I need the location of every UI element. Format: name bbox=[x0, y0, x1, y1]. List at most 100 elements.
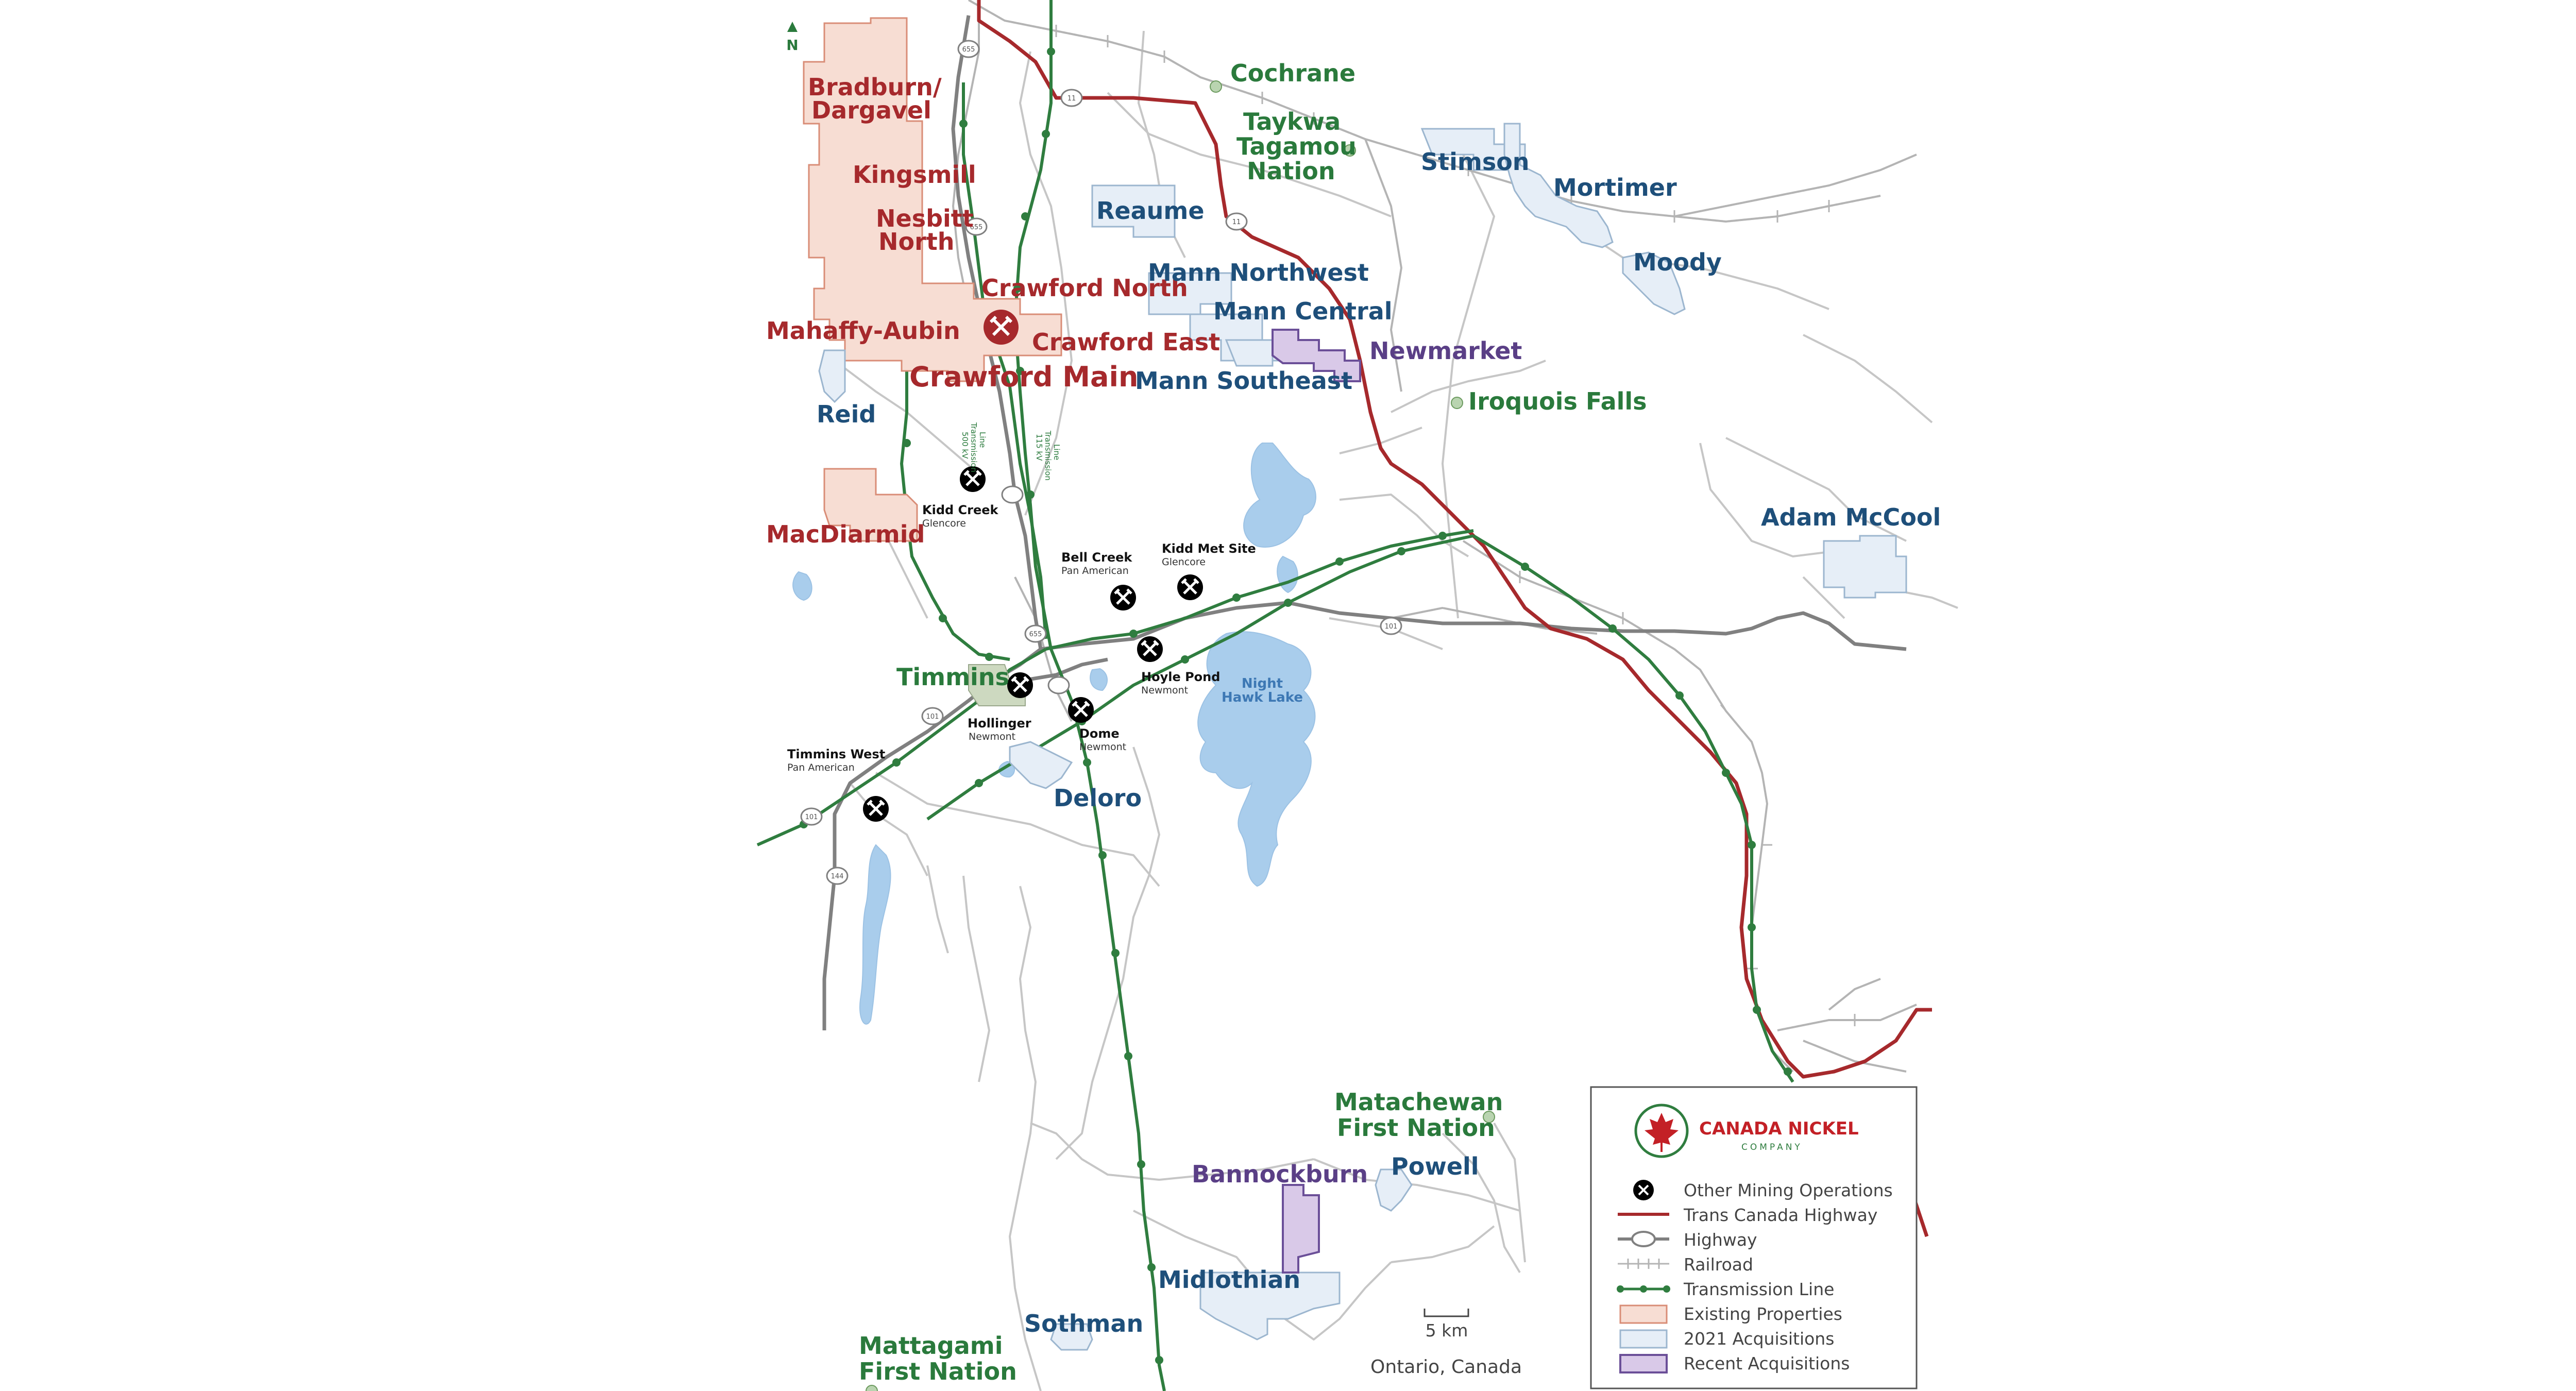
mine-icons bbox=[863, 310, 1203, 822]
acq-mann-se bbox=[1225, 339, 1274, 367]
label-matachewan-first-nation: First Nation bbox=[1337, 1114, 1495, 1142]
acquisition-2021-labels: Reid Reaume Mann Northwest Mann Central … bbox=[817, 148, 1941, 1337]
legend-transmission-symbol bbox=[1617, 1285, 1670, 1293]
lake-label-hawk-lake: Hawk Lake bbox=[1222, 690, 1303, 705]
recent-bannockburn bbox=[1282, 1184, 1320, 1274]
acq-reid bbox=[818, 349, 846, 403]
mine-timmins-west-owner: Pan American bbox=[787, 762, 855, 773]
acq-reaume bbox=[1091, 184, 1176, 238]
label-nesbitt: Nesbitt bbox=[876, 205, 974, 232]
lake-timmins bbox=[1090, 668, 1108, 691]
label-north: North bbox=[878, 228, 955, 256]
legend-label-existing: Existing Properties bbox=[1684, 1304, 1842, 1324]
transmission-labels: 500 kV Transmission Line 115 kV Transmis… bbox=[960, 422, 1061, 481]
label-adam-mccool: Adam McCool bbox=[1761, 503, 1941, 531]
lake-label-night: Night bbox=[1242, 676, 1283, 691]
label-cochrane: Cochrane bbox=[1230, 59, 1355, 87]
label-midlothian: Midlothian bbox=[1158, 1266, 1300, 1294]
shield-101-a: 101 bbox=[1385, 623, 1398, 631]
shield-655-a: 655 bbox=[962, 46, 975, 54]
label-reaume: Reaume bbox=[1096, 197, 1205, 225]
scale-bar-label: 5 km bbox=[1426, 1320, 1468, 1341]
pick-hammer-icon bbox=[1007, 672, 1033, 698]
legend-label-trans-canada: Trans Canada Highway bbox=[1683, 1205, 1877, 1225]
legend-existing-swatch bbox=[1619, 1304, 1668, 1324]
acq-mann-nw bbox=[1148, 272, 1232, 315]
road-shield-labels: 655 11 655 11 101 101 101 144 655 bbox=[805, 46, 1398, 880]
label-crawford-east: Crawford East bbox=[1032, 328, 1220, 356]
legend-label-recent: Recent Acquisitions bbox=[1684, 1353, 1850, 1373]
label-mortimer: Mortimer bbox=[1553, 174, 1677, 201]
pick-hammer-icon bbox=[960, 466, 986, 492]
mine-labels: Kidd Creek Glencore Bell Creek Pan Ameri… bbox=[787, 503, 1256, 773]
acq-moody bbox=[1622, 251, 1686, 315]
tx-500kv bbox=[1013, 0, 1166, 1391]
label-matachewan: Matachewan bbox=[1334, 1088, 1503, 1116]
label-mahaffy-aubin: Mahaffy-Aubin bbox=[766, 317, 960, 345]
tx-115kv bbox=[962, 82, 1047, 639]
tx-west bbox=[900, 340, 1010, 661]
label-bannockburn: Bannockburn bbox=[1192, 1160, 1368, 1188]
legend-2021-swatch bbox=[1619, 1329, 1668, 1349]
tx-east bbox=[1045, 529, 1474, 651]
shield-101-c: 101 bbox=[805, 813, 818, 821]
tx-label-115kv: 115 kV bbox=[1035, 434, 1044, 461]
tx-label-500kv: 500 kV bbox=[960, 432, 970, 459]
acq-sothman bbox=[1050, 1323, 1093, 1351]
existing-property-labels: Bradburn/ Dargavel Kingsmill Nesbitt Nor… bbox=[766, 73, 1220, 548]
mine-kidd-creek-owner: Glencore bbox=[922, 518, 966, 529]
crawford-project-icon bbox=[984, 310, 1019, 345]
recent-acquisitions bbox=[1272, 329, 1361, 1274]
mine-bell-creek-owner: Pan American bbox=[1061, 565, 1129, 576]
legend-railroad-symbol bbox=[1618, 1259, 1669, 1269]
mine-timmins-west-name: Timmins West bbox=[787, 747, 885, 761]
acq-adam-mccool bbox=[1823, 535, 1907, 599]
pick-hammer-icon bbox=[1068, 697, 1094, 723]
label-stimson: Stimson bbox=[1421, 148, 1530, 176]
shield-11-b: 11 bbox=[1232, 218, 1241, 226]
legend: CANADA NICKEL COMPANY Other Mining Opera… bbox=[1590, 1086, 1918, 1389]
label-mattagami-first-nation: First Nation bbox=[859, 1358, 1017, 1385]
label-mattagami: Mattagami bbox=[859, 1332, 1003, 1360]
legend-highway-symbol bbox=[1618, 1231, 1669, 1247]
legend-recent-swatch bbox=[1619, 1354, 1668, 1373]
tx-label-transmission-a: Transmission bbox=[969, 422, 978, 472]
region-label: Ontario, Canada bbox=[1370, 1356, 1522, 1378]
legend-mine-symbol bbox=[1633, 1180, 1654, 1200]
north-arrow-icon bbox=[787, 22, 798, 32]
place-dots bbox=[866, 80, 1495, 1391]
mine-kidd-met-owner: Glencore bbox=[1162, 556, 1206, 568]
highways bbox=[822, 15, 1907, 1030]
label-dargavel: Dargavel bbox=[811, 96, 931, 124]
lake-southwest bbox=[859, 844, 891, 1025]
acquisitions-2021 bbox=[818, 123, 1907, 1351]
pick-hammer-icon bbox=[1177, 574, 1203, 600]
label-timmins: Timmins bbox=[896, 663, 1009, 691]
label-mann-central: Mann Central bbox=[1213, 297, 1393, 325]
label-newmarket: Newmarket bbox=[1369, 337, 1522, 365]
pick-hammer-icon bbox=[863, 796, 889, 822]
existing-macdiarmid bbox=[823, 468, 918, 542]
pick-hammer-icon bbox=[1110, 585, 1136, 610]
label-reid: Reid bbox=[817, 400, 876, 428]
logo-brand: CANADA NICKEL bbox=[1699, 1118, 1859, 1139]
label-iroquois-falls: Iroquois Falls bbox=[1468, 387, 1647, 415]
label-nation: Nation bbox=[1247, 157, 1335, 185]
road-shields bbox=[800, 40, 1402, 885]
label-deloro: Deloro bbox=[1054, 784, 1142, 812]
mine-hoyle-pond-owner: Newmont bbox=[1141, 685, 1188, 696]
shield-655-b: 655 bbox=[970, 224, 983, 231]
railroad-ticks bbox=[1055, 25, 1856, 1026]
label-crawford-main: Crawford Main bbox=[909, 361, 1138, 393]
place-labels: Cochrane Taykwa Tagamou Nation Iroquois … bbox=[859, 59, 1647, 1385]
acq-midlothian bbox=[1199, 1271, 1341, 1341]
label-sothman: Sothman bbox=[1024, 1310, 1143, 1337]
label-bradburn: Bradburn/ bbox=[808, 73, 942, 101]
maple-leaf-icon bbox=[1645, 1113, 1679, 1152]
acq-mortimer bbox=[1503, 123, 1614, 248]
label-macdiarmid: MacDiarmid bbox=[766, 520, 925, 548]
north-arrow: N bbox=[786, 22, 799, 54]
tx-label-transmission-b: Transmission bbox=[1043, 430, 1053, 481]
label-taykwa: Taykwa bbox=[1243, 108, 1341, 135]
